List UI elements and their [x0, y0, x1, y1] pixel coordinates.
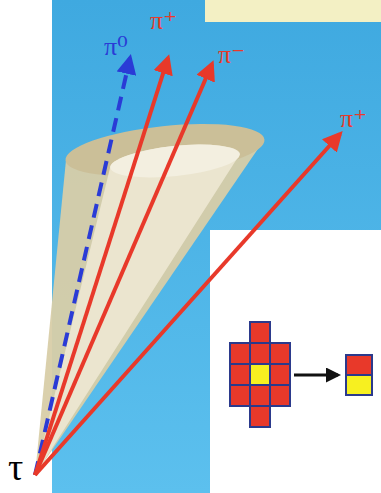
merged-cell [346, 375, 372, 395]
particle-label: π⁺ [340, 106, 367, 132]
calorimeter-cell [250, 406, 270, 427]
pion-track [35, 134, 340, 475]
calorimeter-cell [270, 364, 290, 385]
calorimeter-cell [270, 343, 290, 364]
calorimeter-cells [230, 322, 290, 427]
calorimeter-cell [250, 322, 270, 343]
particle-label: π⁰ [104, 34, 128, 60]
tau-label: τ [8, 448, 23, 486]
calorimeter-cell [250, 385, 270, 406]
calorimeter-cell [230, 364, 250, 385]
calorimeter-cell [230, 343, 250, 364]
pion-track [35, 64, 212, 475]
outer-cone [35, 126, 264, 475]
calorimeter-cell [250, 343, 270, 364]
title-band [205, 0, 381, 22]
merged-cell [346, 355, 372, 375]
merge-arrow [294, 374, 338, 377]
pion-track [35, 58, 168, 475]
inner-cone [35, 145, 240, 475]
calorimeter-cell [250, 364, 270, 385]
particle-label: π⁺ [150, 8, 177, 34]
calorimeter-cell [230, 385, 250, 406]
neutral-pion-track [35, 58, 130, 475]
particle-label: π⁻ [218, 42, 245, 68]
calorimeter-cell [270, 385, 290, 406]
